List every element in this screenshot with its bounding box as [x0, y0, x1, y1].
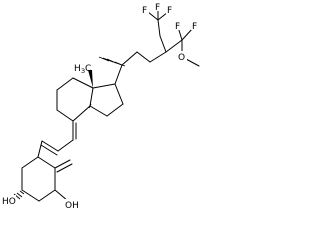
bond — [38, 189, 56, 202]
bond — [114, 83, 124, 105]
bond — [56, 163, 73, 173]
c20-stereocenter — [98, 56, 126, 85]
bond — [114, 64, 123, 85]
triene-linker — [37, 120, 77, 158]
bond — [147, 11, 159, 21]
bond — [56, 109, 74, 122]
bond — [89, 105, 108, 117]
bond — [157, 19, 161, 37]
methyl-c-label: C — [85, 64, 91, 74]
hash-line — [98, 56, 110, 62]
bond — [185, 58, 200, 67]
hash-line — [88, 103, 92, 109]
methyl-h-label: H — [74, 64, 81, 74]
bond — [37, 156, 56, 169]
hash-line — [16, 192, 23, 198]
bond — [37, 140, 43, 158]
bond — [57, 139, 74, 152]
bond — [54, 159, 71, 169]
side-chain — [121, 8, 200, 67]
bond — [72, 105, 91, 122]
hydroxyl-right-label: OH — [65, 201, 79, 211]
hash-line — [19, 190, 25, 195]
bond — [41, 140, 59, 152]
atom-labels: F F F F F O H 3 C HO OH — [2, 1, 199, 211]
bond — [159, 35, 167, 53]
hash-line — [13, 193, 21, 200]
bond — [136, 51, 151, 63]
bond — [40, 144, 58, 156]
fluorine-label: F — [155, 3, 160, 13]
hydroxyl-left-label: HO — [2, 197, 16, 207]
fluorine-label: F — [142, 6, 147, 16]
bond — [56, 77, 74, 91]
molecular-structure-diagram: F F F F F O H 3 C HO OH — [2, 1, 200, 211]
bond — [92, 83, 116, 89]
bond — [21, 156, 39, 169]
fluorine-label: F — [192, 22, 197, 32]
bond — [165, 39, 183, 53]
wedge-bond — [88, 70, 93, 88]
cd-ring-system — [56, 70, 124, 122]
fluorine-label: F — [175, 22, 180, 32]
bond — [149, 51, 167, 63]
fluorine-label: F — [167, 6, 172, 16]
bond — [72, 77, 94, 89]
bond — [106, 103, 124, 117]
bond — [121, 51, 138, 66]
hash-line — [102, 57, 114, 63]
bond — [21, 189, 40, 202]
bond — [89, 87, 94, 107]
a-ring — [13, 156, 73, 202]
oxygen-label: O — [178, 53, 185, 63]
methyl-subscript-label: 3 — [81, 67, 85, 75]
